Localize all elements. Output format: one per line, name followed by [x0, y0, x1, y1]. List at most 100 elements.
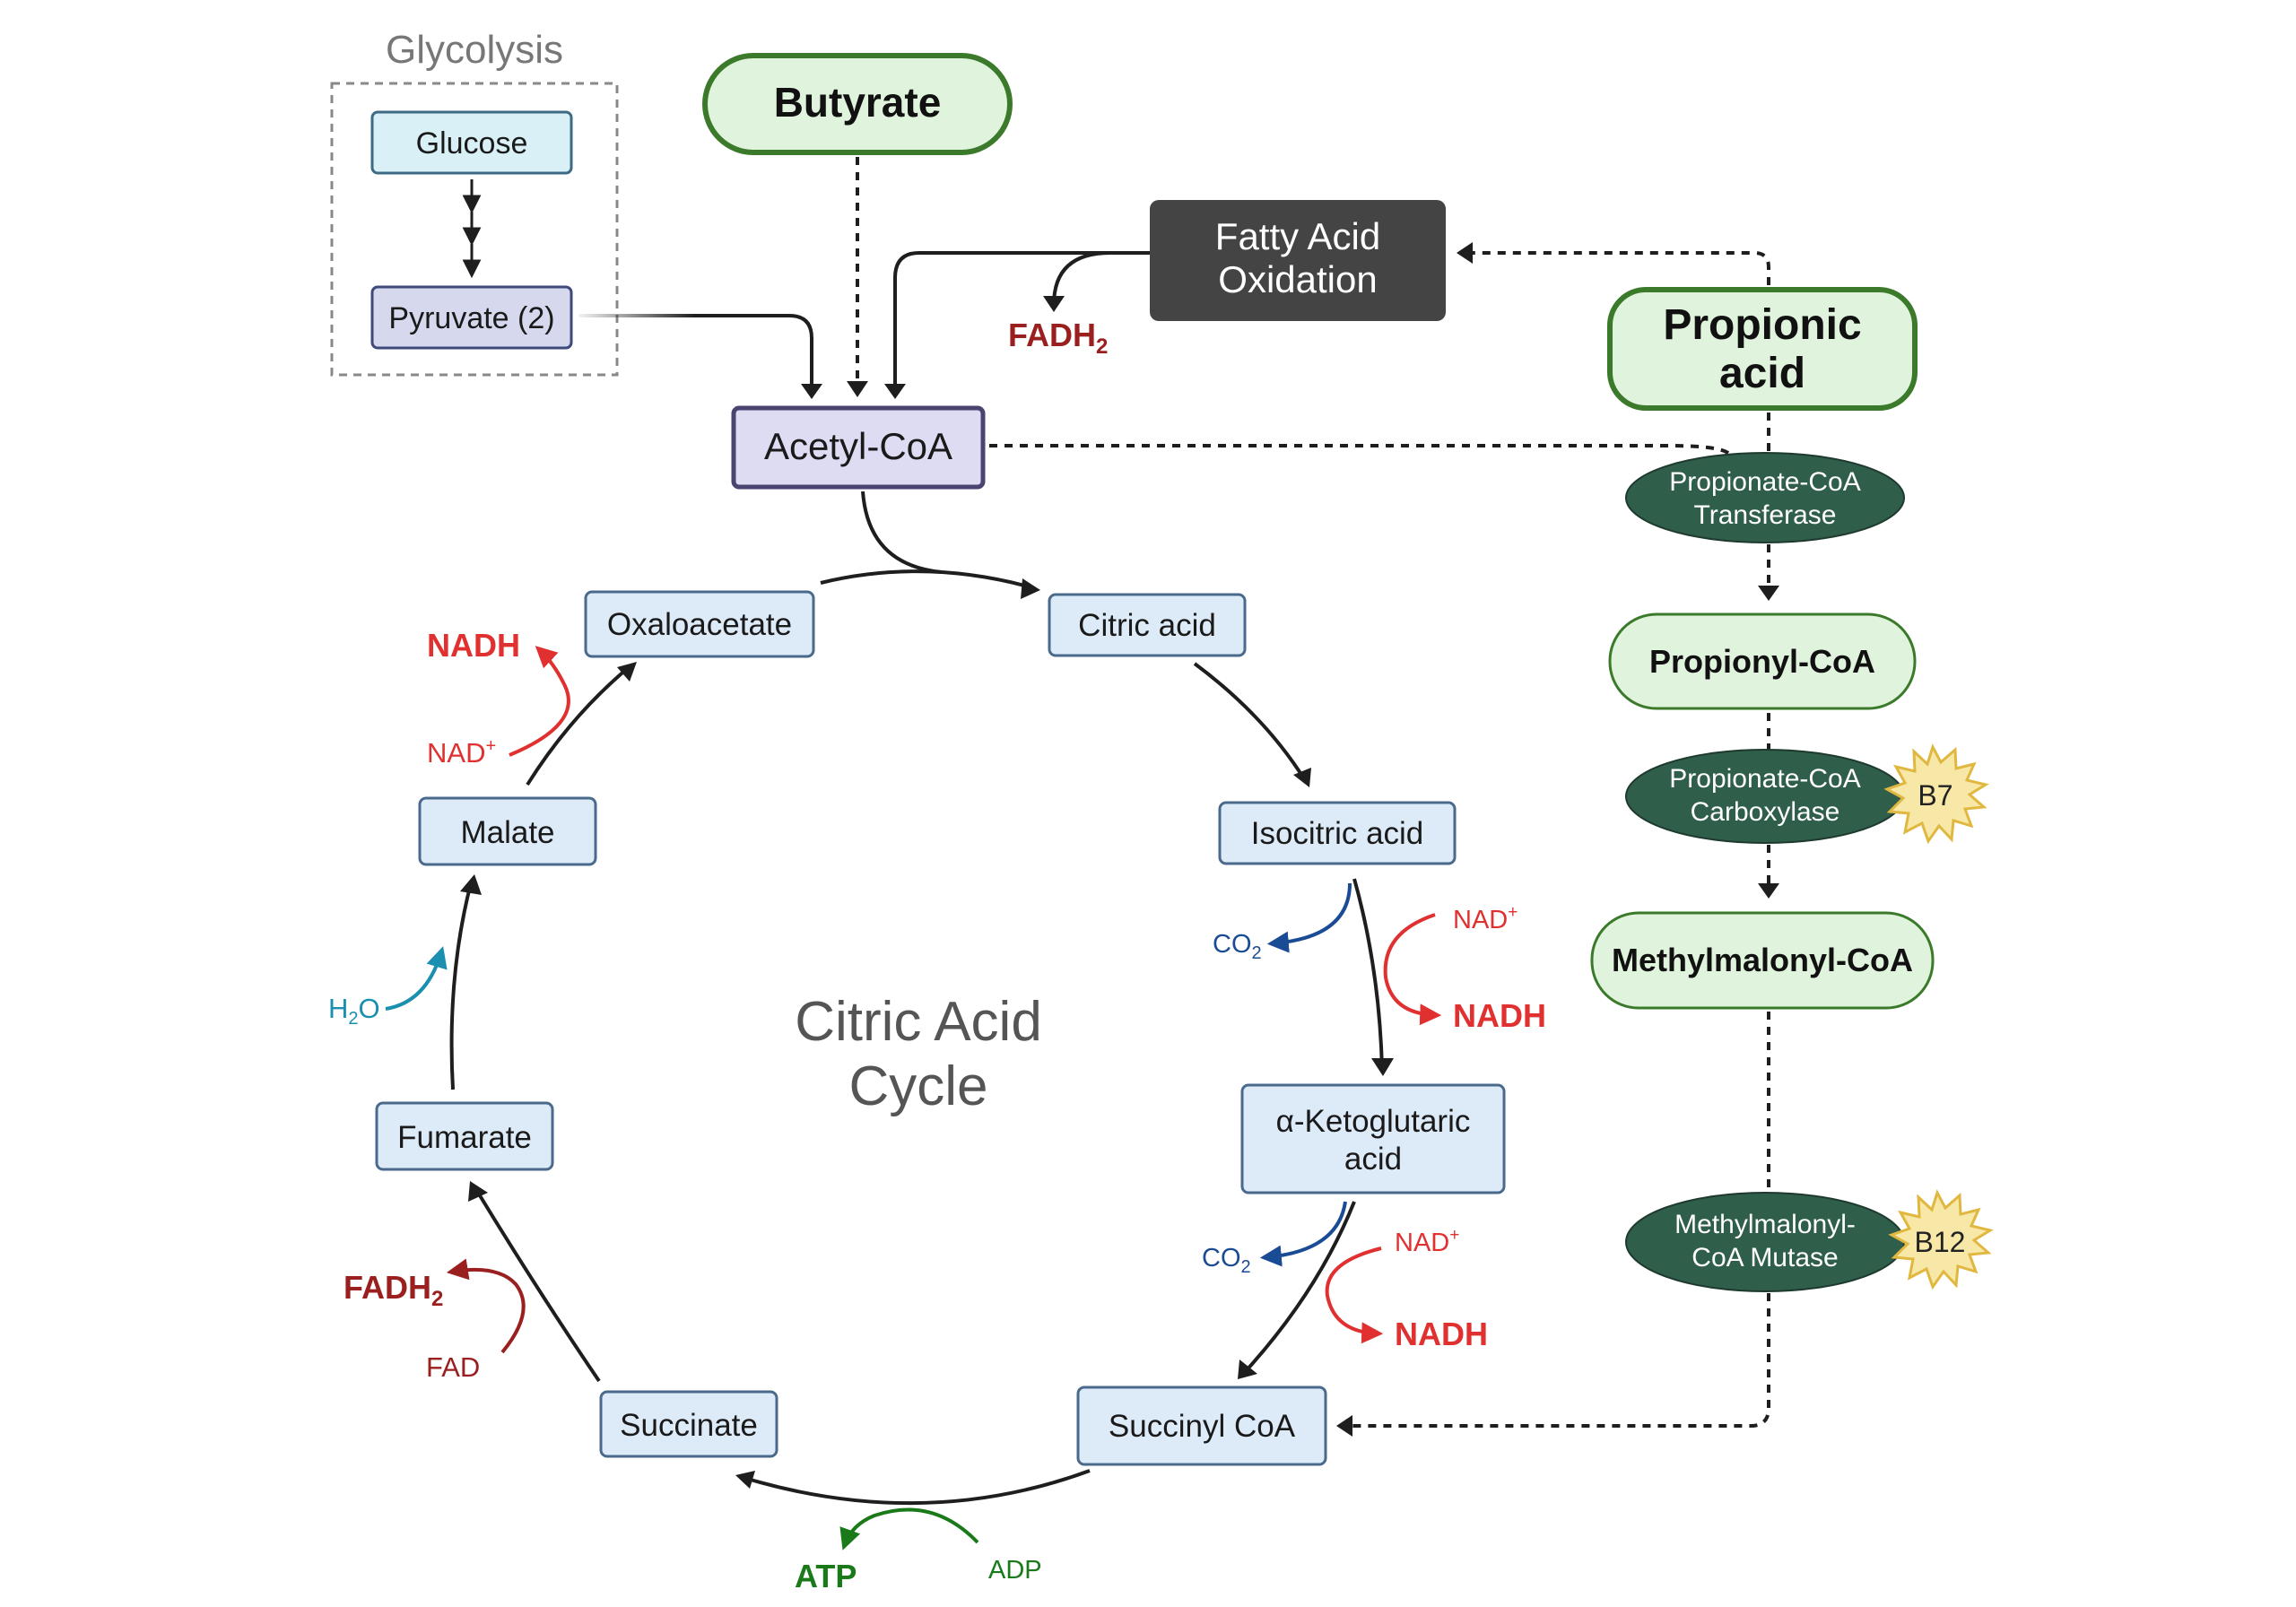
fatty-acid-oxidation-node[interactable] — [1150, 200, 1446, 321]
succinyl-coa-node[interactable] — [1076, 1385, 1327, 1466]
nadh-a-label: NADH — [1453, 997, 1546, 1034]
succinate-to-fumarate-arrow — [474, 1186, 601, 1383]
fao-line-1: Fatty Acid — [1215, 215, 1380, 257]
alpha-kg-node-group: α-Ketoglutaric acid — [1240, 1083, 1506, 1194]
propionic-line-2: acid — [1719, 350, 1805, 397]
vitamin-b7-badge — [1883, 743, 1989, 845]
butyrate-arrowhead — [847, 381, 868, 397]
fumarate-to-malate-arrow — [449, 882, 473, 1090]
atp-label: ATP — [795, 1558, 857, 1594]
oxaloacetate-to-citric-arrow — [820, 569, 1032, 589]
glucose-node[interactable] — [370, 110, 573, 175]
butyrate-label: Butyrate — [774, 79, 942, 126]
propionic-line-1: Propionic — [1663, 301, 1861, 349]
glycolysis-dashed-border — [330, 82, 619, 377]
vitamin-b7-label: B7 — [1918, 779, 1952, 812]
malate-node[interactable] — [418, 796, 597, 866]
propionate-coa-transferase-node[interactable] — [1625, 452, 1905, 543]
isocitric-to-akg-arrow — [1352, 878, 1384, 1070]
malate-node-group: Malate — [418, 796, 597, 866]
succinate-fumarate-arrowhead — [468, 1181, 488, 1202]
fumarate-node[interactable] — [375, 1101, 554, 1171]
carboxylase-line-2: Carboxylase — [1691, 797, 1840, 827]
vitamin-b12-label: B12 — [1915, 1226, 1966, 1258]
isocitric-acid-node-group: Isocitric acid — [1218, 801, 1457, 865]
pyruvate-to-acetyl-arrow — [578, 314, 813, 395]
malate-oxaloacetate-arrowhead — [617, 662, 637, 682]
malate-label: Malate — [460, 815, 554, 850]
nad-b-arrow — [1325, 1247, 1384, 1344]
glucose-label: Glucose — [416, 126, 528, 161]
methylmalonyl-coa-label: Methylmalonyl-CoA — [1612, 942, 1913, 978]
fao-fadh2-arrowhead — [1043, 296, 1065, 312]
carboxylase-arrowhead — [1758, 883, 1779, 899]
propionyl-coa-label: Propionyl-CoA — [1649, 643, 1875, 680]
vitamin-b12-badge — [1888, 1189, 1994, 1290]
fao-fadh2-label: FADH2 — [1008, 317, 1108, 359]
nad-c-label: NAD+ — [427, 736, 496, 769]
fumarate-label: Fumarate — [397, 1120, 532, 1155]
succinate-node[interactable] — [599, 1390, 778, 1458]
propionic-fao-arrowhead — [1457, 242, 1473, 264]
methylmalonyl-coa-node[interactable] — [1590, 911, 1935, 1010]
malate-to-oxaloacetate-arrow — [526, 666, 630, 786]
oxaloacetate-citric-arrowhead — [1021, 578, 1040, 599]
nad-a-label: NAD+ — [1453, 903, 1518, 934]
acetyl-coa-node[interactable] — [731, 405, 986, 490]
succinylcoa-to-succinate-arrow — [744, 1469, 1091, 1506]
akg-to-succinylcoa-arrow — [1243, 1201, 1356, 1374]
co2-a-label: CO2 — [1213, 930, 1262, 963]
propionic-to-fao-dashed — [1471, 251, 1770, 285]
oxaloacetate-label: Oxaloacetate — [607, 607, 792, 642]
citric-acid-label: Citric acid — [1078, 608, 1216, 643]
succinylcoa-succinate-arrowhead — [735, 1471, 755, 1489]
fao-arrowhead — [884, 384, 906, 399]
pyruvate-label: Pyruvate (2) — [388, 301, 554, 335]
citric-isocitric-arrowhead — [1293, 768, 1311, 787]
mutase-line-1: Methylmalonyl- — [1674, 1210, 1856, 1239]
propionyl-coa-node[interactable] — [1608, 612, 1917, 710]
nadh-c-label: NADH — [427, 627, 520, 664]
nad-c-arrow — [509, 646, 570, 757]
succinyl-coa-label: Succinyl CoA — [1109, 1409, 1296, 1444]
carboxylase-line-1: Propionate-CoA — [1669, 764, 1860, 794]
transferase-line-1: Propionate-CoA — [1669, 467, 1860, 497]
isocitric-acid-label: Isocitric acid — [1251, 816, 1424, 851]
succinyl-coa-node-group: Succinyl CoA — [1076, 1385, 1327, 1466]
mutase-to-succinylcoa-dashed — [1350, 1293, 1770, 1428]
oxaloacetate-node-group: Oxaloacetate — [584, 590, 815, 658]
h2o-label: H2O — [328, 993, 380, 1029]
co2-b-arrow — [1259, 1201, 1347, 1267]
butyrate-node[interactable] — [702, 53, 1013, 155]
transferase-line-2: Transferase — [1694, 500, 1837, 530]
citric-acid-node[interactable] — [1048, 593, 1247, 657]
alpha-kg-line-1: α-Ketoglutaric — [1276, 1104, 1471, 1139]
co2-b-label: CO2 — [1202, 1244, 1251, 1277]
acetyl-into-cycle — [861, 491, 943, 574]
co2-a-arrow — [1266, 882, 1352, 953]
oxaloacetate-node[interactable] — [584, 590, 815, 658]
fao-fadh2-branch — [1052, 251, 1111, 306]
mutase-line-2: CoA Mutase — [1692, 1243, 1838, 1273]
pyruvate-node[interactable] — [370, 285, 573, 350]
succinate-node-group: Succinate — [599, 1390, 778, 1458]
isocitric-akg-arrowhead — [1371, 1058, 1394, 1076]
fadh2-label: FADH2 — [344, 1269, 443, 1311]
fao-line-2: Oxidation — [1218, 258, 1377, 300]
alpha-ketoglutaric-acid-node[interactable] — [1240, 1083, 1506, 1194]
methylmalonyl-coa-mutase-node[interactable] — [1625, 1192, 1905, 1292]
citric-to-isocitric-arrow — [1193, 662, 1307, 782]
citric-acid-node-group: Citric acid — [1048, 593, 1247, 657]
acetyl-coa-label: Acetyl-CoA — [764, 425, 952, 467]
cycle-title-line-1: Citric Acid — [795, 991, 1042, 1053]
adp-label: ADP — [988, 1556, 1042, 1585]
akg-succinylcoa-arrowhead — [1238, 1359, 1257, 1379]
propionic-acid-node[interactable] — [1607, 287, 1918, 411]
fadh2-arrow — [446, 1258, 526, 1354]
succinate-label: Succinate — [620, 1408, 758, 1443]
cycle-title-line-2: Cycle — [848, 1055, 987, 1117]
isocitric-acid-node[interactable] — [1218, 801, 1457, 865]
fad-label: FAD — [426, 1351, 480, 1383]
transferase-arrowhead — [1758, 586, 1779, 601]
